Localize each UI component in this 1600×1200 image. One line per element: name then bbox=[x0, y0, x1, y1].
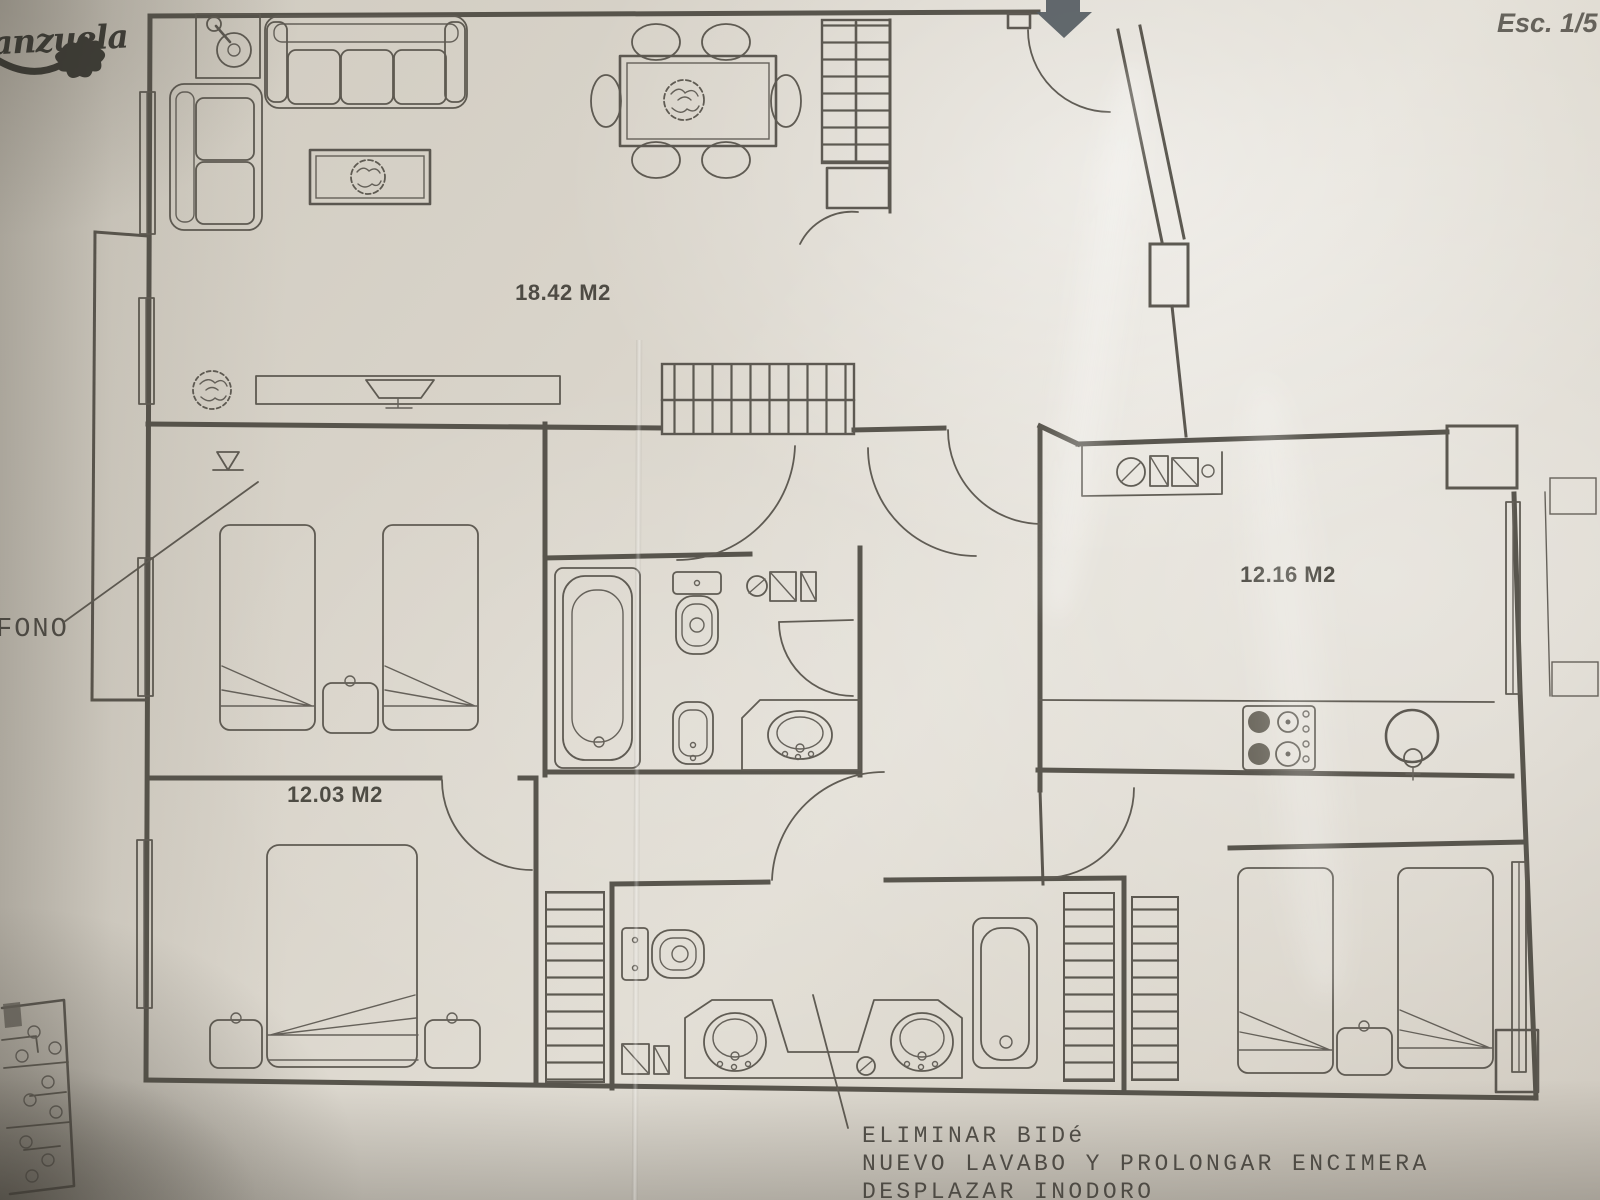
room-label-bedroom2: 12.03 M2 bbox=[287, 782, 383, 807]
plant bbox=[192, 370, 232, 410]
logo-swoosh bbox=[0, 54, 65, 75]
loveseat bbox=[169, 83, 263, 231]
phone-callout: FONO bbox=[0, 481, 259, 645]
hall-closet bbox=[660, 362, 856, 436]
bathtub bbox=[972, 917, 1038, 1069]
radiator-closet-strip bbox=[1131, 896, 1179, 1081]
door-arc-hall-right bbox=[867, 447, 977, 557]
nightstand bbox=[1336, 1020, 1393, 1076]
cabinet-symbols bbox=[621, 1043, 670, 1075]
nightstand bbox=[322, 675, 379, 734]
annotation-line-2: NUEVO LAVABO Y PROLONGAR ENCIMERA bbox=[862, 1151, 1430, 1177]
bed-double bbox=[266, 844, 419, 1068]
annotation-line-3: DESPLAZAR INODORO bbox=[862, 1179, 1154, 1200]
room-label-living: 18.42 M2 bbox=[515, 280, 611, 305]
nightstand bbox=[209, 1012, 263, 1069]
door-arc-hall-left bbox=[676, 445, 796, 561]
kitchen-top-counter bbox=[1081, 445, 1223, 497]
door-arc-bathroom1 bbox=[778, 619, 854, 697]
bed-single bbox=[219, 524, 316, 731]
radiator-closet-strip bbox=[545, 891, 605, 1083]
bathroom1-fixtures bbox=[554, 567, 861, 771]
annotation-line-1: ELIMINAR BIDé bbox=[862, 1123, 1086, 1149]
wall-tv bbox=[365, 379, 435, 409]
walls bbox=[90, 9, 1599, 1101]
hob bbox=[1242, 705, 1316, 771]
appliance-symbols bbox=[746, 571, 817, 602]
scale-label: Esc. 1/5 bbox=[1497, 8, 1599, 38]
phone-callout-text: FONO bbox=[0, 615, 69, 645]
nightstand bbox=[424, 1012, 481, 1069]
bed-single bbox=[1237, 867, 1334, 1074]
bed-single bbox=[382, 524, 479, 731]
logo: anzuela bbox=[0, 16, 129, 78]
windows bbox=[136, 91, 1527, 1073]
door-arc-bedroom2 bbox=[441, 779, 533, 871]
bathroom2-fixtures bbox=[545, 891, 1179, 1083]
corner-table-turntable bbox=[195, 13, 261, 79]
annotation-leader-line bbox=[812, 994, 849, 1129]
washbasin bbox=[741, 699, 861, 771]
door-arc-kitchen bbox=[947, 429, 1041, 525]
door-arc-entrance bbox=[1006, 12, 1111, 113]
door-arc-bedroom3 bbox=[1043, 787, 1135, 879]
kitchen-bottom-counter bbox=[1039, 699, 1495, 703]
sideboard bbox=[255, 375, 561, 405]
coffee-table bbox=[308, 148, 432, 206]
toilet bbox=[672, 571, 722, 655]
kitchen-fixtures bbox=[1039, 445, 1495, 781]
entry-vestibule bbox=[820, 18, 892, 214]
double-sink-counter bbox=[684, 999, 963, 1079]
annotation-block: ELIMINAR BIDé NUEVO LAVABO Y PROLONGAR E… bbox=[812, 994, 1430, 1200]
bathtub bbox=[554, 567, 641, 769]
radiator-closet-strip bbox=[1063, 892, 1115, 1082]
toilet bbox=[621, 927, 705, 981]
entry-cabinet bbox=[825, 166, 891, 210]
logo-leaf-icon bbox=[55, 36, 106, 78]
entry-closet bbox=[820, 18, 892, 165]
living-room-furniture bbox=[169, 13, 561, 410]
bidet bbox=[672, 701, 714, 765]
sofa bbox=[264, 15, 468, 109]
bedroom2-furniture bbox=[209, 844, 481, 1069]
bedroom1-furniture bbox=[212, 451, 479, 734]
bedroom3-furniture bbox=[1237, 867, 1540, 1094]
kitchen-sink bbox=[1384, 708, 1440, 781]
bed-single bbox=[1397, 867, 1494, 1069]
door-arc-bathroom2 bbox=[771, 771, 885, 881]
dining-set bbox=[590, 23, 802, 179]
building-key-plan bbox=[0, 998, 76, 1196]
table-plant bbox=[663, 79, 705, 121]
door-arcs bbox=[441, 12, 1135, 881]
entrance-arrow-icon bbox=[1036, 0, 1092, 38]
corner-cabinet bbox=[1494, 1028, 1540, 1094]
phone-leader-line bbox=[63, 481, 259, 623]
door-arc-vestibule bbox=[799, 210, 859, 245]
room-label-kitchen: 12.16 M2 bbox=[1240, 562, 1336, 587]
detail-symbol bbox=[212, 451, 244, 471]
